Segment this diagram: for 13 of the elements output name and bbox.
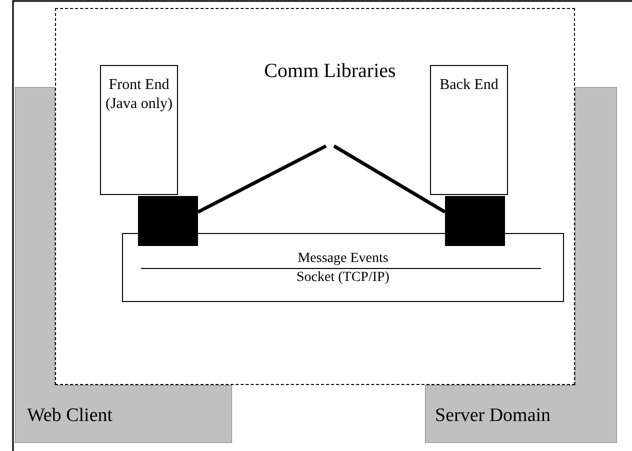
socket-layer-box <box>122 233 564 302</box>
layer-label: Message Events <box>296 251 390 267</box>
layer-label: Socket (TCP/IP) <box>296 270 390 286</box>
connector-block <box>445 196 505 246</box>
front-end-box: Front End (Java only) <box>100 65 178 195</box>
region-label: Server Domain <box>435 405 551 427</box>
leader-line <box>197 144 327 214</box>
leader-line <box>333 144 446 214</box>
dashed-boundary <box>55 8 575 385</box>
connector-block <box>138 196 198 246</box>
back-end-box: Back End <box>430 65 508 195</box>
region-label: Web Client <box>27 405 113 427</box>
comm-libraries-label: Comm Libraries <box>250 60 410 146</box>
